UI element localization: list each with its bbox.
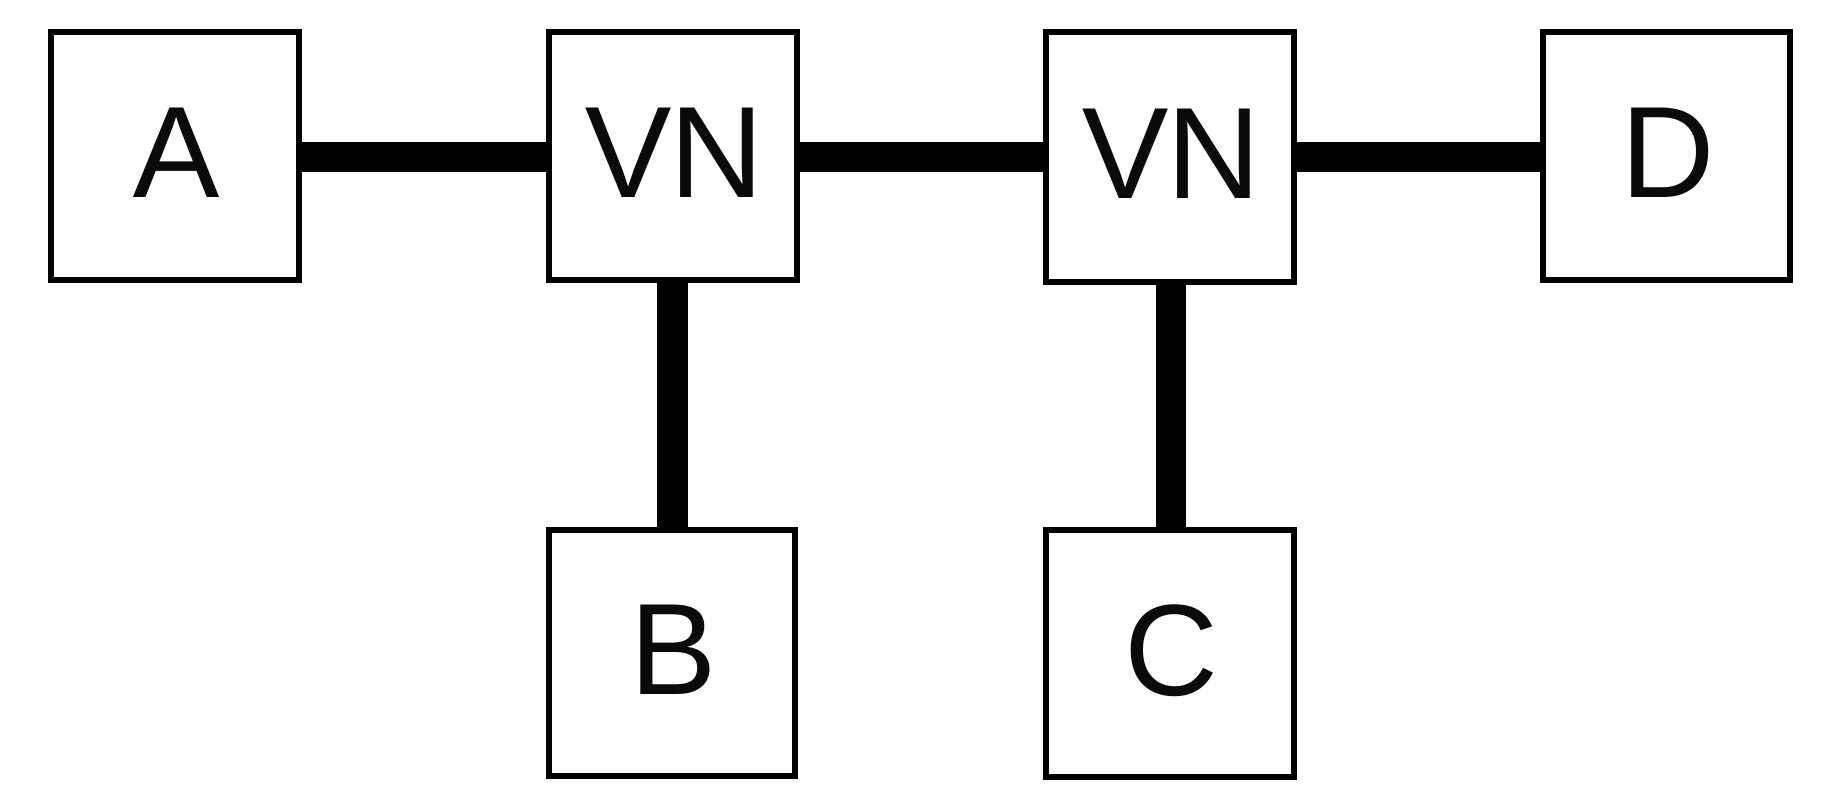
node-a: A <box>48 29 302 283</box>
node-c: C <box>1043 527 1297 780</box>
node-vn-2-label: VN <box>1081 80 1261 226</box>
node-vn-2: VN <box>1043 29 1297 285</box>
edge-vn2-to-c <box>1156 283 1186 527</box>
node-d: D <box>1540 29 1793 283</box>
edge-vn1-to-vn2 <box>800 142 1043 172</box>
node-a-label: A <box>132 79 220 225</box>
node-b-label: B <box>629 576 717 722</box>
node-vn-1: VN <box>546 29 800 283</box>
edge-vn2-to-d <box>1297 142 1540 172</box>
node-b: B <box>546 527 798 779</box>
node-vn-1-label: VN <box>584 79 764 225</box>
edge-vn1-to-b <box>657 283 688 527</box>
edge-a-to-vn1 <box>302 142 546 172</box>
node-c-label: C <box>1124 576 1218 723</box>
node-d-label: D <box>1620 79 1715 225</box>
